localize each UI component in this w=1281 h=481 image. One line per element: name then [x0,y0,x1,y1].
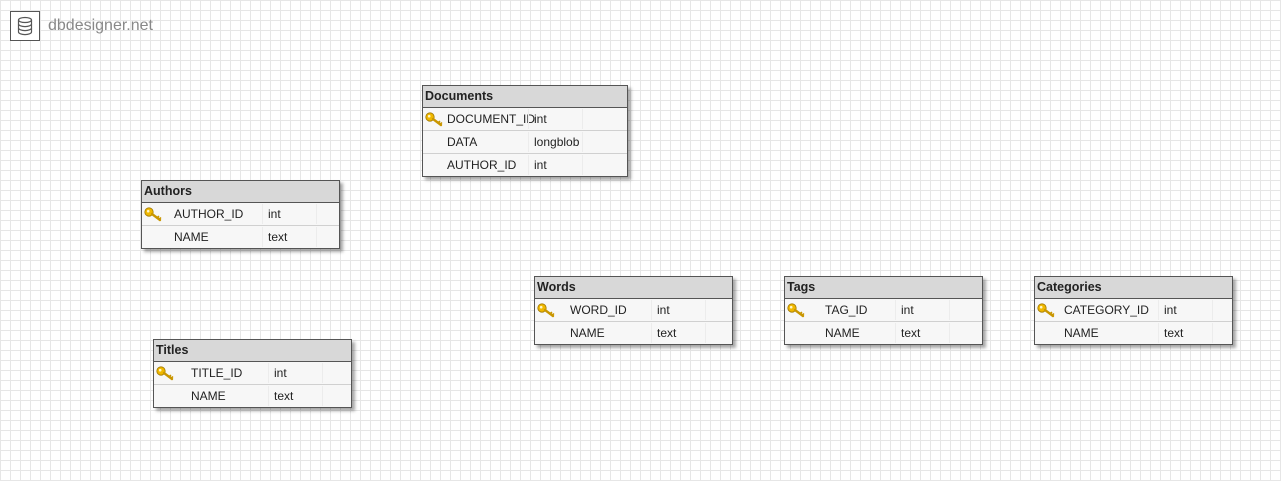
column-row[interactable]: NAME text [785,321,982,344]
primary-key-icon [425,111,443,127]
column-divider [1158,323,1159,343]
column-type: text [657,326,677,340]
column-divider [528,109,529,129]
primary-key-icon [1037,302,1055,318]
column-type: longblob [534,135,580,149]
column-divider [582,155,583,175]
column-divider [322,363,323,383]
column-name: NAME [825,326,860,340]
column-type: int [534,158,547,172]
table-title[interactable]: Titles [154,340,351,362]
column-type: text [901,326,921,340]
column-divider [651,300,652,320]
column-type: int [657,303,670,317]
column-name: NAME [570,326,605,340]
column-type: int [901,303,914,317]
column-name: CATEGORY_ID [1064,303,1149,317]
column-row[interactable]: DATA longblob [423,130,627,153]
column-type: int [534,112,547,126]
column-divider [949,300,950,320]
column-divider [262,204,263,224]
column-name: DATA [447,135,478,149]
column-divider [705,300,706,320]
column-divider [528,132,529,152]
column-row[interactable]: AUTHOR_ID int [142,203,339,225]
column-divider [316,227,317,247]
column-name: AUTHOR_ID [174,207,244,221]
table-title[interactable]: Words [535,277,732,299]
column-divider [651,323,652,343]
database-icon[interactable] [10,11,40,41]
primary-key-icon [537,302,555,318]
column-type: int [1164,303,1177,317]
column-type: int [274,366,287,380]
column-row[interactable]: AUTHOR_ID int [423,153,627,176]
column-row[interactable]: NAME text [535,321,732,344]
column-divider [895,323,896,343]
column-row[interactable]: TAG_ID int [785,299,982,321]
column-row[interactable]: NAME text [154,384,351,407]
column-row[interactable]: TITLE_ID int [154,362,351,384]
column-divider [1212,300,1213,320]
column-name: WORD_ID [570,303,627,317]
column-name: NAME [1064,326,1099,340]
column-row[interactable]: CATEGORY_ID int [1035,299,1232,321]
column-type: text [274,389,294,403]
column-divider [322,386,323,406]
column-divider [316,204,317,224]
primary-key-icon [787,302,805,318]
primary-key-icon [144,206,162,222]
column-divider [895,300,896,320]
column-name: DOCUMENT_ID [447,112,536,126]
column-row[interactable]: NAME text [1035,321,1232,344]
brand-name: dbdesigner.net [48,17,153,34]
column-name: TITLE_ID [191,366,243,380]
column-name: AUTHOR_ID [447,158,517,172]
column-name: TAG_ID [825,303,868,317]
table-title[interactable]: Authors [142,181,339,203]
column-divider [582,132,583,152]
primary-key-icon [156,365,174,381]
column-type: int [268,207,281,221]
column-divider [268,363,269,383]
table-title[interactable]: Documents [423,86,627,108]
table-title[interactable]: Categories [1035,277,1232,299]
column-divider [1158,300,1159,320]
column-row[interactable]: WORD_ID int [535,299,732,321]
column-name: NAME [174,230,209,244]
column-divider [705,323,706,343]
column-type: text [1164,326,1184,340]
column-divider [262,227,263,247]
column-divider [1212,323,1213,343]
column-row[interactable]: NAME text [142,225,339,248]
column-divider [268,386,269,406]
column-divider [528,155,529,175]
table-title[interactable]: Tags [785,277,982,299]
column-type: text [268,230,288,244]
brand[interactable]: dbdesigner.net [10,10,153,42]
column-name: NAME [191,389,226,403]
column-divider [949,323,950,343]
column-divider [582,109,583,129]
